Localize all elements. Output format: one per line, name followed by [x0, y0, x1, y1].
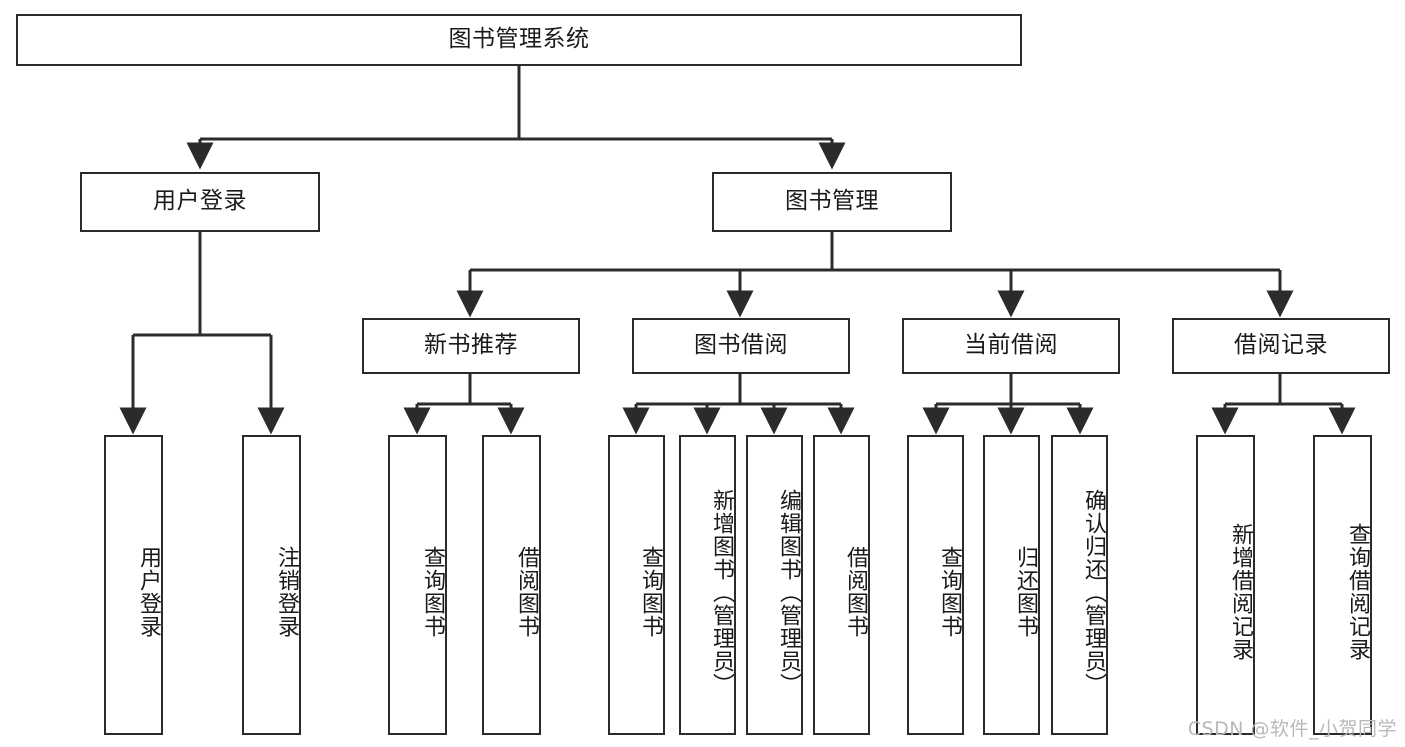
node-book-borrow[interactable]: 图书借阅 — [632, 318, 850, 374]
leaf-user-login-signout[interactable]: 注销登录 — [242, 435, 301, 735]
leaf-current-borrow-query[interactable]: 查询图书 — [907, 435, 964, 735]
node-book-management-label: 图书管理 — [785, 188, 879, 215]
node-borrow-record[interactable]: 借阅记录 — [1172, 318, 1390, 374]
leaf-label: 借阅图书 — [514, 546, 539, 638]
leaf-new-book-query[interactable]: 查询图书 — [388, 435, 447, 735]
leaf-label: 查询图书 — [420, 546, 445, 638]
leaf-new-book-borrow[interactable]: 借阅图书 — [482, 435, 541, 735]
leaf-book-borrow-lend[interactable]: 借阅图书 — [813, 435, 870, 735]
leaf-label: 归还图书 — [1013, 546, 1038, 638]
leaf-label: 查询图书 — [638, 546, 663, 638]
leaf-user-login-signin[interactable]: 用户登录 — [104, 435, 163, 735]
leaf-label: 用户登录 — [136, 546, 161, 638]
leaf-label: 查询图书 — [937, 546, 962, 638]
leaf-label: 编辑图书（管理员） — [776, 488, 801, 696]
leaf-book-borrow-add[interactable]: 新增图书（管理员） — [679, 435, 736, 735]
leaf-book-borrow-edit[interactable]: 编辑图书（管理员） — [746, 435, 803, 735]
leaf-book-borrow-query[interactable]: 查询图书 — [608, 435, 665, 735]
node-root-label: 图书管理系统 — [448, 26, 590, 53]
leaf-label: 确认归还（管理员） — [1081, 488, 1106, 696]
watermark-text: CSDN @软件_小贺同学 — [1187, 718, 1397, 740]
node-new-book-recommend[interactable]: 新书推荐 — [362, 318, 580, 374]
leaf-current-borrow-return[interactable]: 归还图书 — [983, 435, 1040, 735]
leaf-label: 注销登录 — [274, 546, 299, 638]
leaf-current-borrow-confirm[interactable]: 确认归还（管理员） — [1051, 435, 1108, 735]
leaf-borrow-record-query[interactable]: 查询借阅记录 — [1313, 435, 1372, 735]
leaf-label: 查询借阅记录 — [1345, 523, 1370, 661]
node-book-management[interactable]: 图书管理 — [712, 172, 952, 232]
leaf-label: 新增图书（管理员） — [709, 488, 734, 696]
node-new-book-recommend-label: 新书推荐 — [424, 332, 518, 359]
node-book-borrow-label: 图书借阅 — [694, 332, 788, 359]
node-current-borrow-label: 当前借阅 — [964, 332, 1058, 359]
node-current-borrow[interactable]: 当前借阅 — [902, 318, 1120, 374]
node-root[interactable]: 图书管理系统 — [16, 14, 1022, 66]
leaf-borrow-record-add[interactable]: 新增借阅记录 — [1196, 435, 1255, 735]
leaf-label: 新增借阅记录 — [1228, 523, 1253, 661]
node-user-login[interactable]: 用户登录 — [80, 172, 320, 232]
leaf-label: 借阅图书 — [843, 546, 868, 638]
node-borrow-record-label: 借阅记录 — [1234, 332, 1328, 359]
node-user-login-label: 用户登录 — [153, 188, 247, 215]
